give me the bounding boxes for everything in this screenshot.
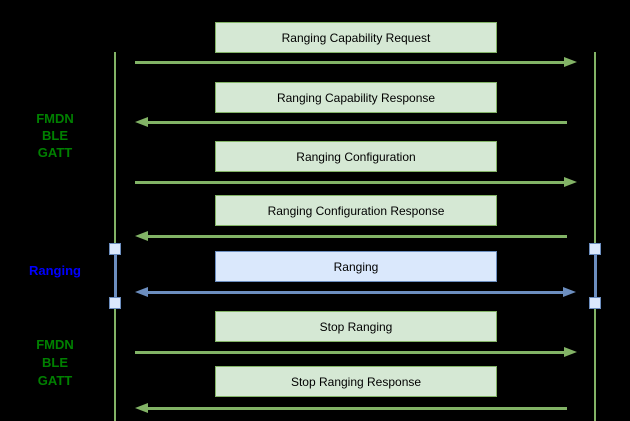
- message-arrow-left: [135, 231, 567, 241]
- arrowhead-right-icon: [563, 287, 576, 297]
- arrow-line: [148, 120, 567, 124]
- message-box: Ranging Capability Request: [215, 22, 497, 53]
- message-arrow-right: [135, 347, 577, 357]
- phase-label-line: FMDN: [36, 111, 74, 126]
- activation-marker: [109, 297, 121, 309]
- phase-label: FMDN BLE GATT: [0, 336, 110, 390]
- arrow-line: [148, 290, 563, 294]
- activation-marker: [589, 243, 601, 255]
- message-box: Stop Ranging: [215, 311, 497, 342]
- arrowhead-left-icon: [135, 117, 148, 127]
- arrow-line: [148, 406, 567, 410]
- message-arrow-right: [135, 177, 577, 187]
- phase-label: Ranging: [0, 262, 110, 279]
- arrowhead-right-icon: [564, 57, 577, 67]
- phase-label-line: Ranging: [29, 263, 81, 278]
- activation-marker: [589, 297, 601, 309]
- arrowhead-right-icon: [564, 347, 577, 357]
- phase-label-line: GATT: [37, 145, 73, 160]
- arrowhead-left-icon: [135, 231, 148, 241]
- message-arrow-both: [135, 287, 576, 297]
- message-arrow-left: [135, 117, 567, 127]
- phase-label: FMDN BLE GATT: [0, 110, 110, 161]
- lifeline-right: [594, 52, 596, 421]
- phase-label-line: BLE: [42, 128, 68, 143]
- message-box: Ranging Capability Response: [215, 82, 497, 113]
- arrow-line: [135, 350, 564, 354]
- arrowhead-left-icon: [135, 403, 148, 413]
- arrow-line: [135, 60, 564, 64]
- message-box: Ranging Configuration: [215, 141, 497, 172]
- message-arrow-left: [135, 403, 567, 413]
- message-box: Ranging: [215, 251, 497, 282]
- phase-label-line: FMDN: [36, 337, 74, 352]
- arrow-line: [148, 234, 567, 238]
- arrowhead-left-icon: [135, 287, 148, 297]
- phase-label-line: BLE: [42, 355, 68, 370]
- message-arrow-right: [135, 57, 577, 67]
- message-box: Ranging Configuration Response: [215, 195, 497, 226]
- activation-marker: [109, 243, 121, 255]
- lifeline-active-segment: [593, 249, 597, 303]
- message-box: Stop Ranging Response: [215, 366, 497, 397]
- arrowhead-right-icon: [564, 177, 577, 187]
- lifeline-left: [114, 52, 116, 421]
- arrow-line: [135, 180, 564, 184]
- lifeline-active-segment: [113, 249, 117, 303]
- phase-label-line: GATT: [37, 373, 73, 388]
